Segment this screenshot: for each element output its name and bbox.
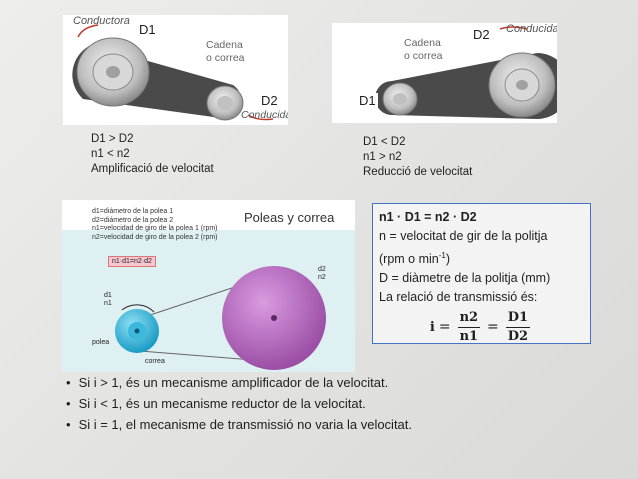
poleas-formula: n1·d1=n2·d2 — [108, 256, 156, 267]
poleas-d2: d2 — [318, 266, 326, 273]
note-left-2: n1 < n2 — [91, 148, 130, 160]
formula-line3: D = diàmetre de la politja (mm) — [379, 271, 551, 286]
fraction-n: n2 n1 — [457, 309, 481, 346]
bullet-item: Si i < 1, és un mecanisme reductor de la… — [66, 393, 412, 414]
bullet-item: Si i = 1, el mecanisme de transmissió no… — [66, 414, 412, 435]
frac-num-n2: n2 — [457, 309, 481, 329]
poleas-panel: d1=diámetro de la polea 1 d2=diámetro de… — [62, 200, 355, 372]
belt-diagram-reduction: Cadena o correa Conducida — [332, 23, 557, 123]
belt-drawing-right — [375, 26, 557, 119]
notes-right: D1 < D2 n1 > n2 Reducció de velocitat — [363, 135, 472, 180]
def-d1: d1=diámetro de la polea 1 — [92, 208, 174, 215]
cadena-label-right: Cadena — [404, 37, 441, 49]
poleas-n1: n1 — [104, 300, 112, 307]
def-d2: d2=diámetro de la polea 2 — [92, 216, 174, 224]
poleas-polea: polea — [92, 339, 110, 346]
frac-den-d2: D2 — [507, 329, 529, 345]
def-n2: n2=velocidad de giro de la polea 2 (rpm) — [92, 233, 218, 241]
formula-line1: n = velocitat de gir de la politja — [379, 229, 548, 243]
d2-label-right: D2 — [471, 27, 492, 42]
correa-label: o correa — [206, 52, 245, 64]
fraction-d: D1 D2 — [505, 309, 531, 346]
bullet-list: Si i > 1, és un mecanisme amplificador d… — [66, 372, 412, 435]
def-n1: n1=velocidad de giro de la polea 1 (rpm) — [92, 225, 218, 232]
eq-sign-2: = — [487, 319, 499, 336]
eq-sign-1: = — [438, 319, 451, 336]
cadena-label: Cadena — [206, 39, 243, 51]
note-left-1: D1 > D2 — [91, 133, 134, 145]
d2-label-left: D2 — [259, 93, 280, 108]
poleas-correa: correa — [145, 358, 165, 365]
poleas-defs: d1=diámetro de la polea 1 d2=diámetro de… — [92, 208, 218, 242]
poleas-d1: d1 — [104, 292, 112, 299]
note-right-2: n1 > n2 — [363, 151, 402, 163]
formula-box: n1 · D1 = n2 · D2 n = velocitat de gir d… — [372, 203, 591, 344]
formula-line2: (rpm o min-1) — [379, 251, 451, 267]
poleas-title: Poleas y correa — [244, 210, 335, 225]
note-right-1: D1 < D2 — [363, 136, 406, 148]
pulleys-illustration — [62, 200, 355, 372]
conducida-label-right: Conducida — [506, 23, 557, 35]
notes-left: D1 > D2 n1 < n2 Amplificació de velocita… — [91, 132, 214, 177]
transmission-ratio-formula: i = n2 n1 = D1 D2 — [379, 309, 584, 346]
formula-main: n1 · D1 = n2 · D2 — [379, 210, 477, 224]
belt-drawing — [72, 24, 274, 121]
note-left-3: Amplificació de velocitat — [91, 163, 214, 175]
conductora-label: Conductora — [73, 15, 130, 27]
frac-num-d1: D1 — [505, 309, 531, 329]
ratio-i: i — [429, 320, 435, 336]
frac-den-n1: n1 — [459, 329, 479, 345]
correa-label-right: o correa — [404, 50, 443, 62]
bullet-item: Si i > 1, és un mecanisme amplificador d… — [66, 372, 412, 393]
d1-label-right: D1 — [357, 93, 378, 108]
conducida-label: Conducida — [241, 109, 288, 121]
d1-label-left: D1 — [137, 22, 158, 37]
belt-diagram-amplification: Conductora Cadena o correa Conducida — [63, 15, 288, 125]
note-right-3: Reducció de velocitat — [363, 166, 473, 178]
formula-line4: La relació de transmissió és: — [379, 290, 538, 305]
poleas-n2: n2 — [318, 274, 326, 281]
